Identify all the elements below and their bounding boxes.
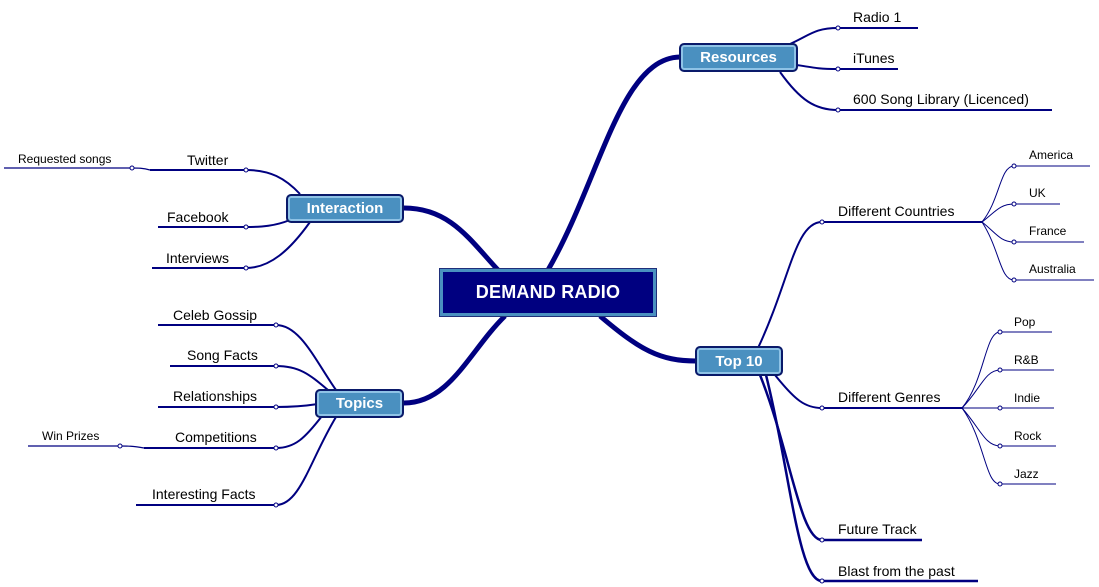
trunk-resources: [545, 54, 681, 272]
leaf-song-facts[interactable]: Song Facts: [187, 347, 258, 363]
node-resources-label: Resources: [700, 49, 777, 66]
link-requested-songs: [4, 167, 151, 171]
node-topics-label: Topics: [335, 395, 384, 412]
link-song-facts: [170, 365, 329, 391]
link-twitter: [150, 169, 301, 195]
link-radio1: [789, 27, 918, 45]
leaf-indie[interactable]: Indie: [1014, 391, 1041, 405]
leaf-australia[interactable]: Australia: [1029, 262, 1076, 276]
leaf-interviews[interactable]: Interviews: [166, 250, 230, 266]
leaf-competitions[interactable]: Competitions: [175, 429, 257, 445]
junction-dots: [117, 25, 1017, 584]
leaf-jazz[interactable]: Jazz: [1014, 467, 1039, 481]
leaf-win-prizes[interactable]: Win Prizes: [42, 429, 100, 443]
leaf-radio1[interactable]: Radio 1: [853, 9, 902, 25]
leaf-rock[interactable]: Rock: [1014, 429, 1042, 443]
leaf-twitter[interactable]: Twitter: [187, 152, 229, 168]
node-top10[interactable]: Top 10: [695, 346, 783, 376]
leaf-facebook[interactable]: Facebook: [167, 209, 229, 225]
central-topic[interactable]: DEMAND RADIO: [439, 268, 657, 317]
leaf-song-library[interactable]: 600 Song Library (Licenced): [853, 91, 1029, 107]
link-win-prizes: [28, 445, 145, 449]
link-relationships: [158, 403, 319, 408]
node-interaction-label: Interaction: [306, 200, 384, 217]
leaf-celeb-gossip[interactable]: Celeb Gossip: [173, 307, 258, 323]
leaf-itunes[interactable]: iTunes: [853, 50, 895, 66]
link-blast: [764, 374, 978, 583]
central-topic-label: DEMAND RADIO: [475, 282, 621, 302]
leaf-france[interactable]: France: [1029, 224, 1067, 238]
leaf-relationships[interactable]: Relationships: [173, 388, 258, 404]
leaf-interesting-facts[interactable]: Interesting Facts: [152, 486, 256, 502]
leaf-different-genres[interactable]: Different Genres: [838, 389, 941, 405]
node-interaction[interactable]: Interaction: [286, 194, 404, 223]
link-future-track: [758, 374, 922, 542]
node-top10-label: Top 10: [715, 352, 763, 370]
link-rock: [961, 407, 1056, 447]
leaf-requested-songs[interactable]: Requested songs: [18, 152, 112, 166]
trunk-interaction: [403, 205, 500, 272]
link-different-countries: [757, 221, 982, 349]
link-uk: [981, 203, 1060, 223]
node-resources[interactable]: Resources: [679, 43, 798, 72]
trunk-top10: [598, 314, 697, 364]
node-topics[interactable]: Topics: [315, 389, 404, 418]
leaf-rnb[interactable]: R&B: [1014, 353, 1039, 367]
leaf-america[interactable]: America: [1029, 148, 1074, 162]
leaf-blast-from-the-past[interactable]: Blast from the past: [838, 563, 955, 579]
leaf-different-countries[interactable]: Different Countries: [838, 203, 955, 219]
leaf-pop[interactable]: Pop: [1014, 315, 1036, 329]
leaf-future-track[interactable]: Future Track: [838, 521, 917, 537]
trunk-topics: [403, 314, 507, 406]
link-rnb: [961, 369, 1054, 409]
leaf-uk[interactable]: UK: [1029, 186, 1046, 200]
